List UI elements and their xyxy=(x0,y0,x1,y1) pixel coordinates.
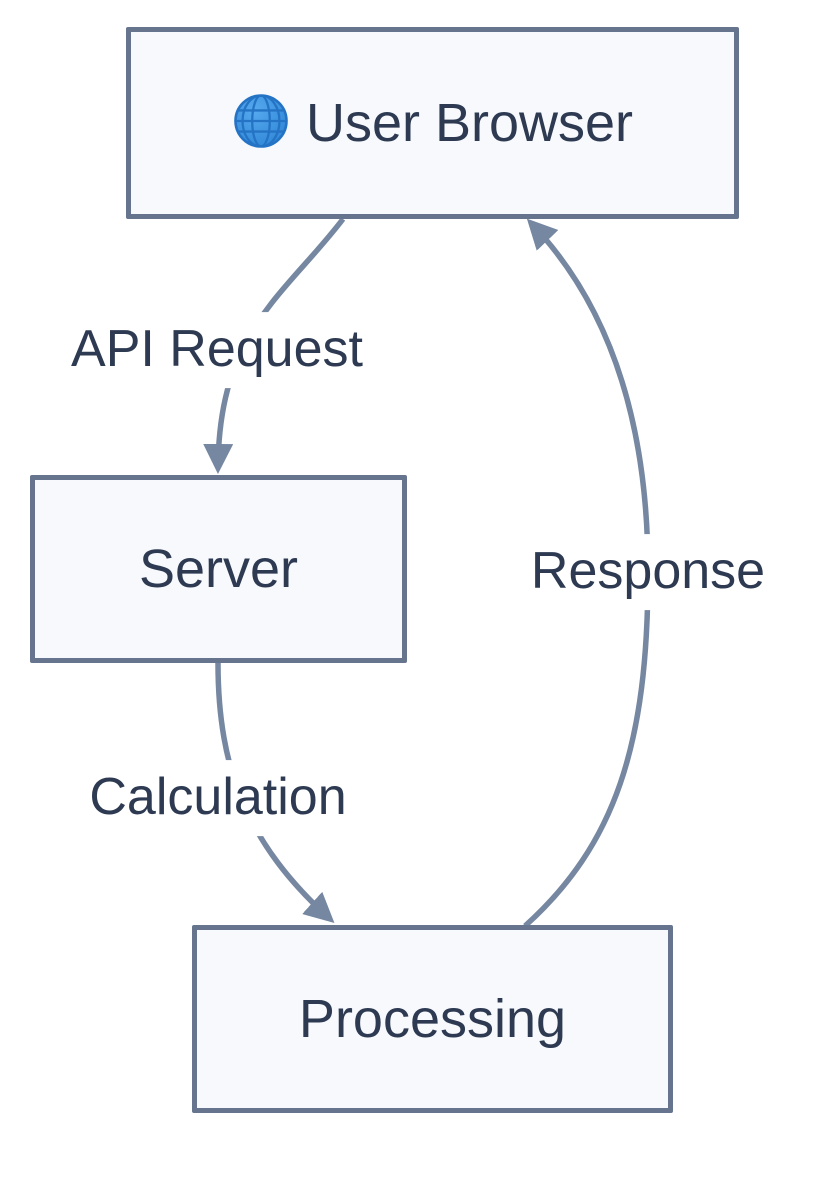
edge-label-api-request: API Request xyxy=(57,312,377,388)
node-processing: Processing xyxy=(192,925,673,1113)
edge-label-calculation: Calculation xyxy=(75,760,361,836)
node-server: Server xyxy=(30,475,407,663)
node-label-user-browser: User Browser xyxy=(305,93,634,153)
node-label-processing: Processing xyxy=(298,989,567,1049)
node-label-server: Server xyxy=(138,539,299,599)
edge-label-response: Response xyxy=(516,534,780,610)
node-user-browser: User Browser xyxy=(126,27,739,219)
globe-with-meridians-icon xyxy=(234,94,288,148)
